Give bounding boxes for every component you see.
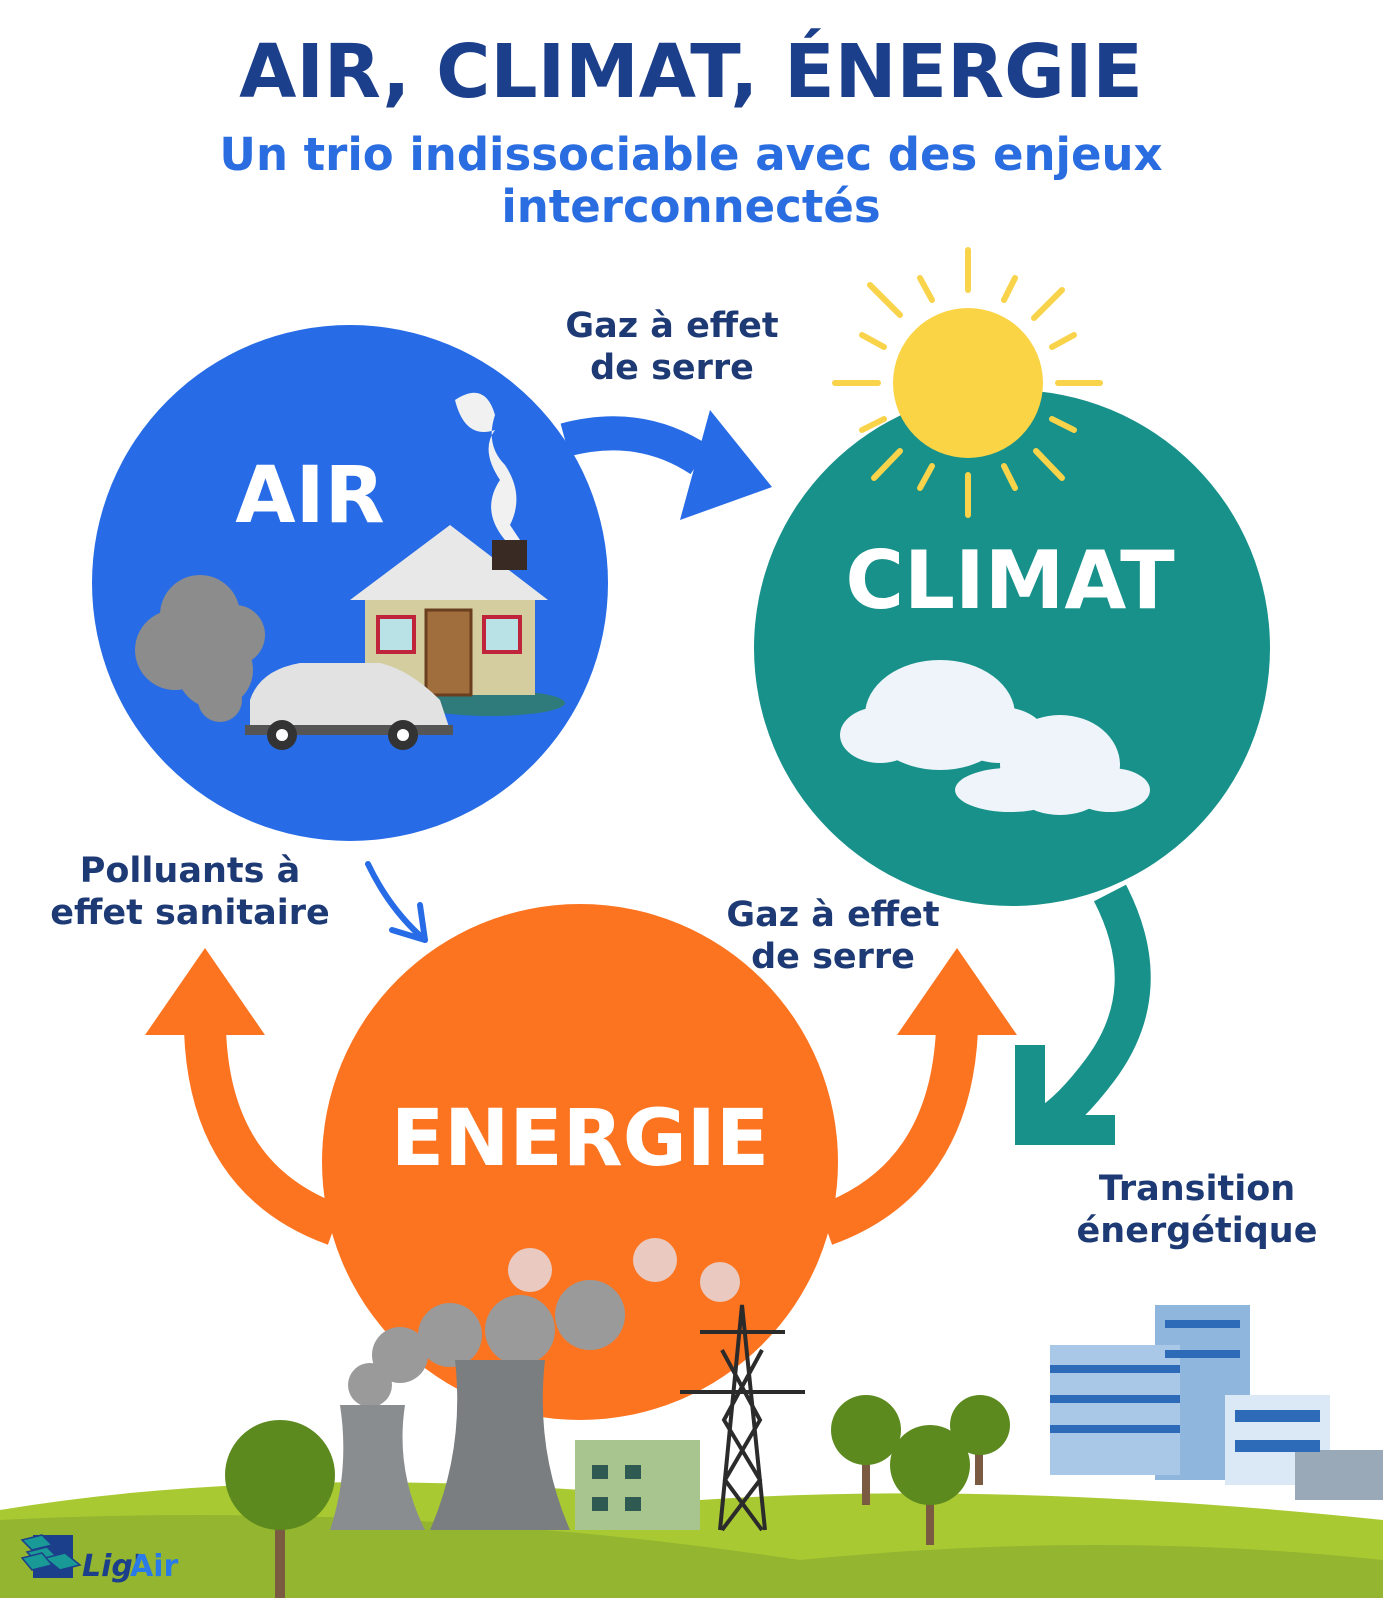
air-circle	[92, 325, 608, 841]
ges-top-line-1: Gaz à effet	[565, 306, 778, 346]
polluants-line-1: Polluants à	[80, 851, 301, 891]
arrow-air-to-climat	[560, 410, 772, 520]
ges-right-line-2: de serre	[751, 937, 915, 977]
trees-icon	[225, 1395, 1010, 1598]
ligair-logo: Lig' Air	[20, 1534, 179, 1584]
transition-line-1: Transition	[1099, 1169, 1295, 1209]
arrow-energie-to-air	[145, 948, 343, 1245]
car-icon	[245, 663, 453, 750]
energie-label: ENERGIE	[391, 1094, 769, 1184]
arrow-climat-to-energie	[1015, 884, 1151, 1145]
ges-top-line-2: de serre	[590, 348, 754, 388]
logo-text-air: Air	[130, 1549, 179, 1584]
climat-circle	[754, 390, 1270, 906]
arrow-energie-to-climat	[817, 948, 1017, 1245]
arrow-air-to-energie	[365, 861, 428, 943]
pylon-icon	[680, 1304, 805, 1532]
clouds-icon	[840, 660, 1150, 815]
page-title: AIR, CLIMAT, ÉNERGIE	[239, 27, 1143, 115]
air-label: AIR	[235, 451, 384, 541]
subtitle-line-2: interconnectés	[501, 180, 880, 233]
smoke-icon	[135, 575, 265, 722]
climat-label: CLIMAT	[845, 534, 1175, 627]
house-icon	[350, 392, 565, 716]
sun-icon	[832, 247, 1103, 518]
subtitle-line-1: Un trio indissociable avec des enjeux	[219, 128, 1162, 181]
transition-line-2: énergétique	[1077, 1211, 1318, 1251]
polluants-line-2: effet sanitaire	[50, 893, 329, 933]
buildings-icon	[1050, 1305, 1383, 1500]
power-plant-icon	[330, 1238, 740, 1530]
ges-right-line-1: Gaz à effet	[726, 895, 939, 935]
logo-text-lig: Lig'	[82, 1549, 142, 1584]
